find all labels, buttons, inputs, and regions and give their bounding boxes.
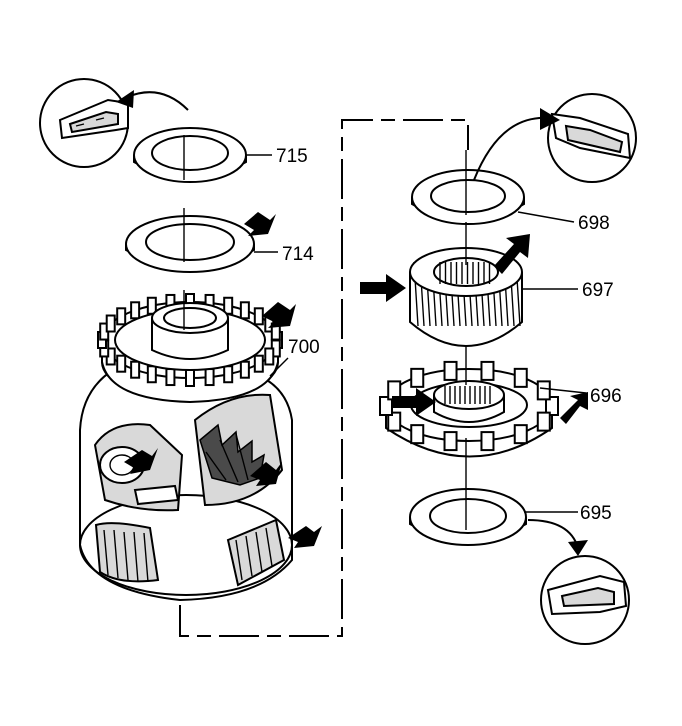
ring-gear-tooth (253, 307, 264, 326)
thrust-washer-695 (409, 488, 527, 546)
assembly-bracket (179, 119, 469, 637)
pinion-gear-right (235, 527, 273, 581)
arrow-ring-gear (262, 302, 296, 328)
clutch-lug (513, 424, 528, 445)
clutch-lug (480, 431, 495, 452)
detail-inset-695 (527, 519, 630, 645)
ring-gear-tooth (204, 368, 215, 387)
arrow-pinion (288, 526, 322, 548)
part-label-696: 696 (590, 386, 622, 407)
arrow-697-top (494, 234, 530, 274)
pinion-gear-left (103, 529, 149, 583)
ring-gear-tooth (253, 354, 264, 373)
part-label-700: 700 (288, 337, 320, 358)
clutch-lug (513, 367, 528, 388)
thrust-washer-714 (125, 215, 255, 273)
side-gear-697 (409, 247, 523, 347)
thrust-washer-715 (133, 127, 247, 183)
clutch-lug (410, 424, 425, 445)
ring-gear-tooth (223, 365, 234, 384)
part-label-695: 695 (580, 503, 612, 524)
clutch-hub-696 (379, 360, 559, 458)
arrow-shaft-hole (124, 448, 158, 474)
ring-gear-tooth (239, 301, 250, 320)
indicator-arrows (124, 212, 588, 548)
clutch-lug (536, 380, 551, 401)
clutch-lug (536, 411, 551, 432)
clutch-lug (387, 411, 402, 432)
part-label-697: 697 (582, 280, 614, 301)
leader-lines (246, 154, 587, 513)
ring-gear-tooth (185, 369, 195, 387)
part-label-698: 698 (578, 213, 610, 234)
ring-gear-tooth (130, 360, 141, 379)
ring-gear-tooth (116, 354, 127, 373)
arrow-714 (244, 212, 276, 236)
ring-gear-tooth (130, 301, 141, 320)
arrow-696-left (392, 388, 436, 416)
ring-gear-tooth (239, 360, 250, 379)
arrow-spider-gear (250, 462, 282, 486)
clutch-lug (545, 396, 559, 416)
part-label-715: 715 (276, 146, 308, 167)
arrow-697-left (360, 274, 406, 302)
ring-gear-tooth (105, 314, 116, 333)
ring-gear (97, 293, 283, 404)
part-label-714: 714 (282, 244, 314, 265)
detail-inset-698 (473, 93, 637, 183)
clutch-lug (480, 360, 495, 381)
clutch-lug (443, 360, 458, 381)
ring-gear-tooth (264, 347, 275, 366)
detail-inset-715 (39, 78, 189, 168)
ring-gear-tooth (146, 365, 157, 384)
ring-gear-tooth (116, 307, 127, 326)
ring-gear-tooth (165, 368, 176, 387)
clutch-lug (410, 367, 425, 388)
arrow-696-right (560, 392, 588, 424)
spider-gear (199, 423, 266, 486)
clutch-lug (443, 431, 458, 452)
thrust-washer-698 (411, 169, 525, 225)
